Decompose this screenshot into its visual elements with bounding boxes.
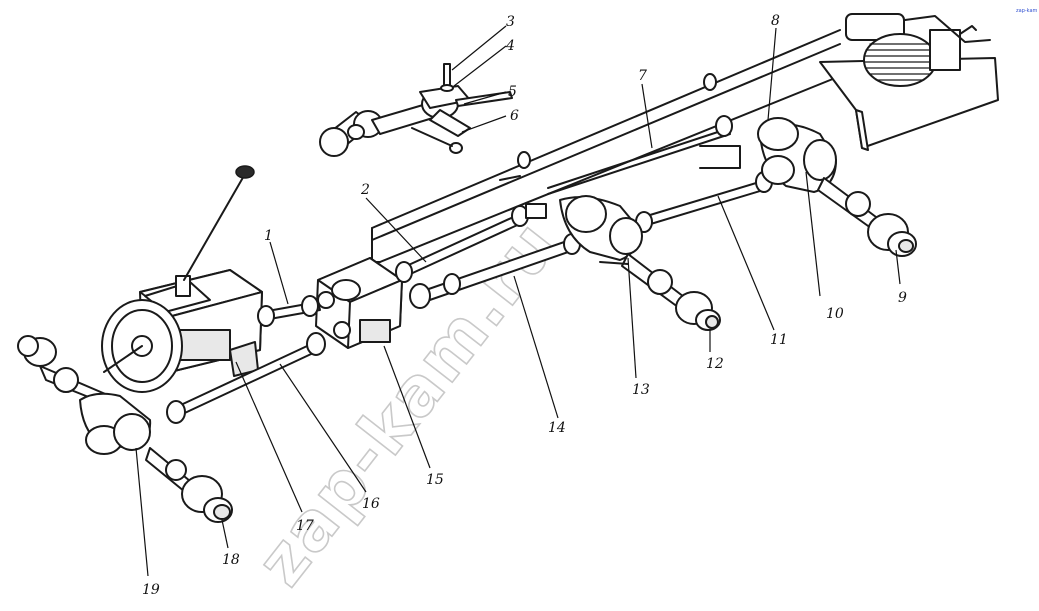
label-3: 3 — [506, 14, 515, 30]
corner-watermark: zap-kam — [1016, 8, 1038, 14]
front-axle — [17, 335, 233, 523]
label-16: 16 — [362, 496, 380, 512]
winch-assembly — [819, 13, 999, 151]
leader-lines — [135, 25, 901, 577]
label-18: 18 — [222, 552, 240, 568]
label-12: 12 — [706, 356, 724, 372]
label-4: 4 — [505, 38, 515, 54]
label-7: 7 — [638, 68, 647, 84]
label-2: 2 — [360, 182, 370, 198]
label-14: 14 — [548, 420, 566, 436]
label-9: 9 — [898, 290, 907, 306]
label-8: 8 — [771, 13, 780, 29]
inset-shaft-support — [319, 63, 513, 157]
label-1: 1 — [264, 228, 273, 244]
propeller-shafts — [166, 73, 773, 424]
middle-axle — [559, 195, 721, 331]
rear-axle — [757, 117, 917, 257]
label-17: 17 — [296, 518, 314, 534]
label-5: 5 — [508, 84, 517, 100]
label-10: 10 — [826, 306, 844, 322]
label-11: 11 — [770, 332, 788, 348]
gearbox — [101, 165, 263, 393]
label-19: 19 — [142, 582, 160, 598]
label-13: 13 — [632, 382, 650, 398]
label-15: 15 — [426, 472, 444, 488]
part-labels: 3 4 5 6 7 8 2 1 10 9 11 12 13 14 15 16 1… — [142, 13, 907, 598]
transfer-case — [315, 257, 403, 349]
label-6: 6 — [510, 108, 519, 124]
